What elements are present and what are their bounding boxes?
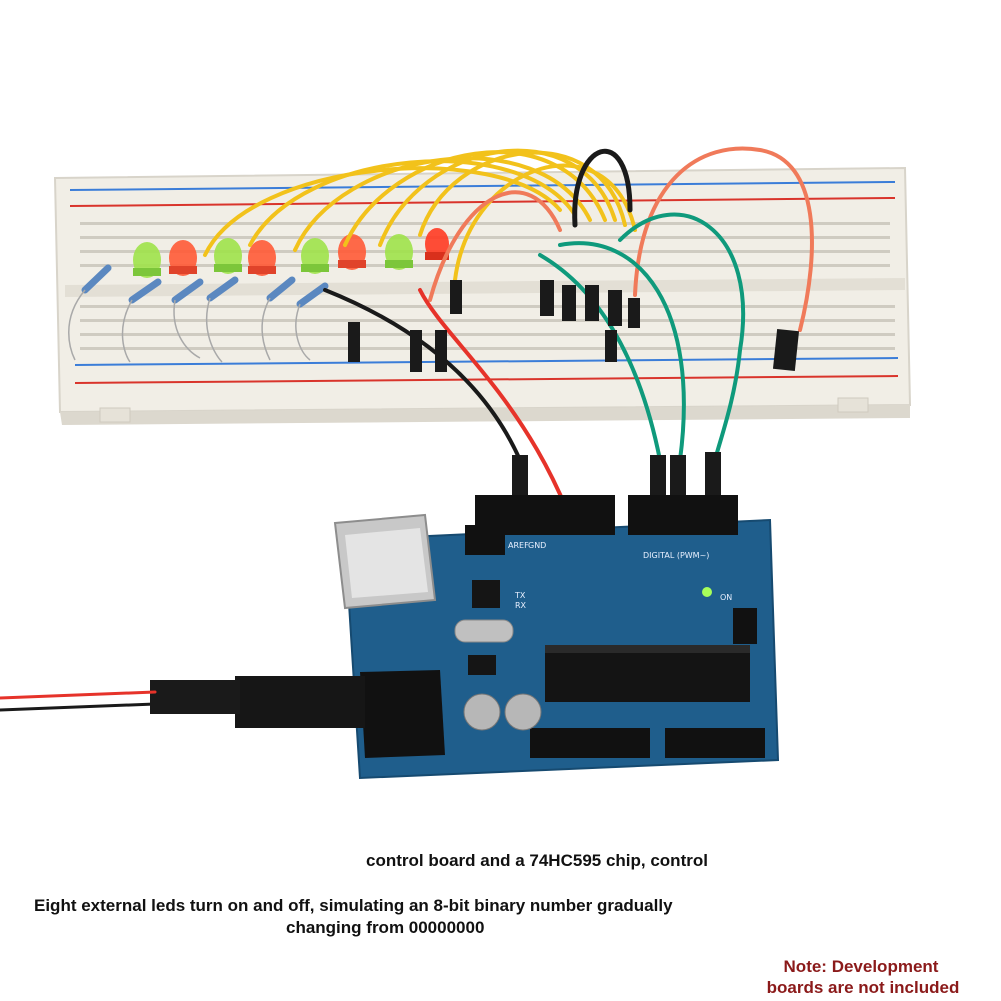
usb-connector <box>333 513 437 610</box>
breadboard <box>53 166 912 425</box>
board-aref-label: AREF <box>508 541 529 550</box>
board-tx-label: TX <box>514 591 526 600</box>
led-green-1 <box>133 242 161 278</box>
jumper-plugs <box>348 280 800 736</box>
power-cable <box>0 680 240 714</box>
board-on-label: ON <box>720 593 732 602</box>
led-green-4 <box>385 234 413 270</box>
board-rx-label: RX <box>515 601 527 610</box>
board-digital-label: DIGITAL (PWM~) <box>643 551 709 560</box>
board-gnd-label: GND <box>528 541 546 550</box>
leds <box>133 228 449 278</box>
caption-line-1: control board and a 74HC595 chip, contro… <box>366 851 708 870</box>
arduino-uno-board: DIGITAL (PWM~) ON AREF GND TX RX <box>235 495 780 780</box>
power-jack <box>235 670 445 758</box>
led-red-1 <box>169 240 197 276</box>
caption-line-2: Eight external leds turn on and off, sim… <box>34 896 673 915</box>
led-green-2 <box>214 238 242 274</box>
note-line-2: boards are not included <box>766 978 960 997</box>
caption-line-3: changing from 00000000 <box>286 918 485 937</box>
led-red-4 <box>425 228 449 260</box>
led-green-3 <box>301 238 329 274</box>
led-red-3 <box>338 234 366 270</box>
led-red-2 <box>248 240 276 276</box>
resistor-leads <box>68 289 311 363</box>
resistors <box>81 264 329 308</box>
note-line-1: Note: Development <box>783 957 939 976</box>
chip-74hc595 <box>545 645 750 702</box>
